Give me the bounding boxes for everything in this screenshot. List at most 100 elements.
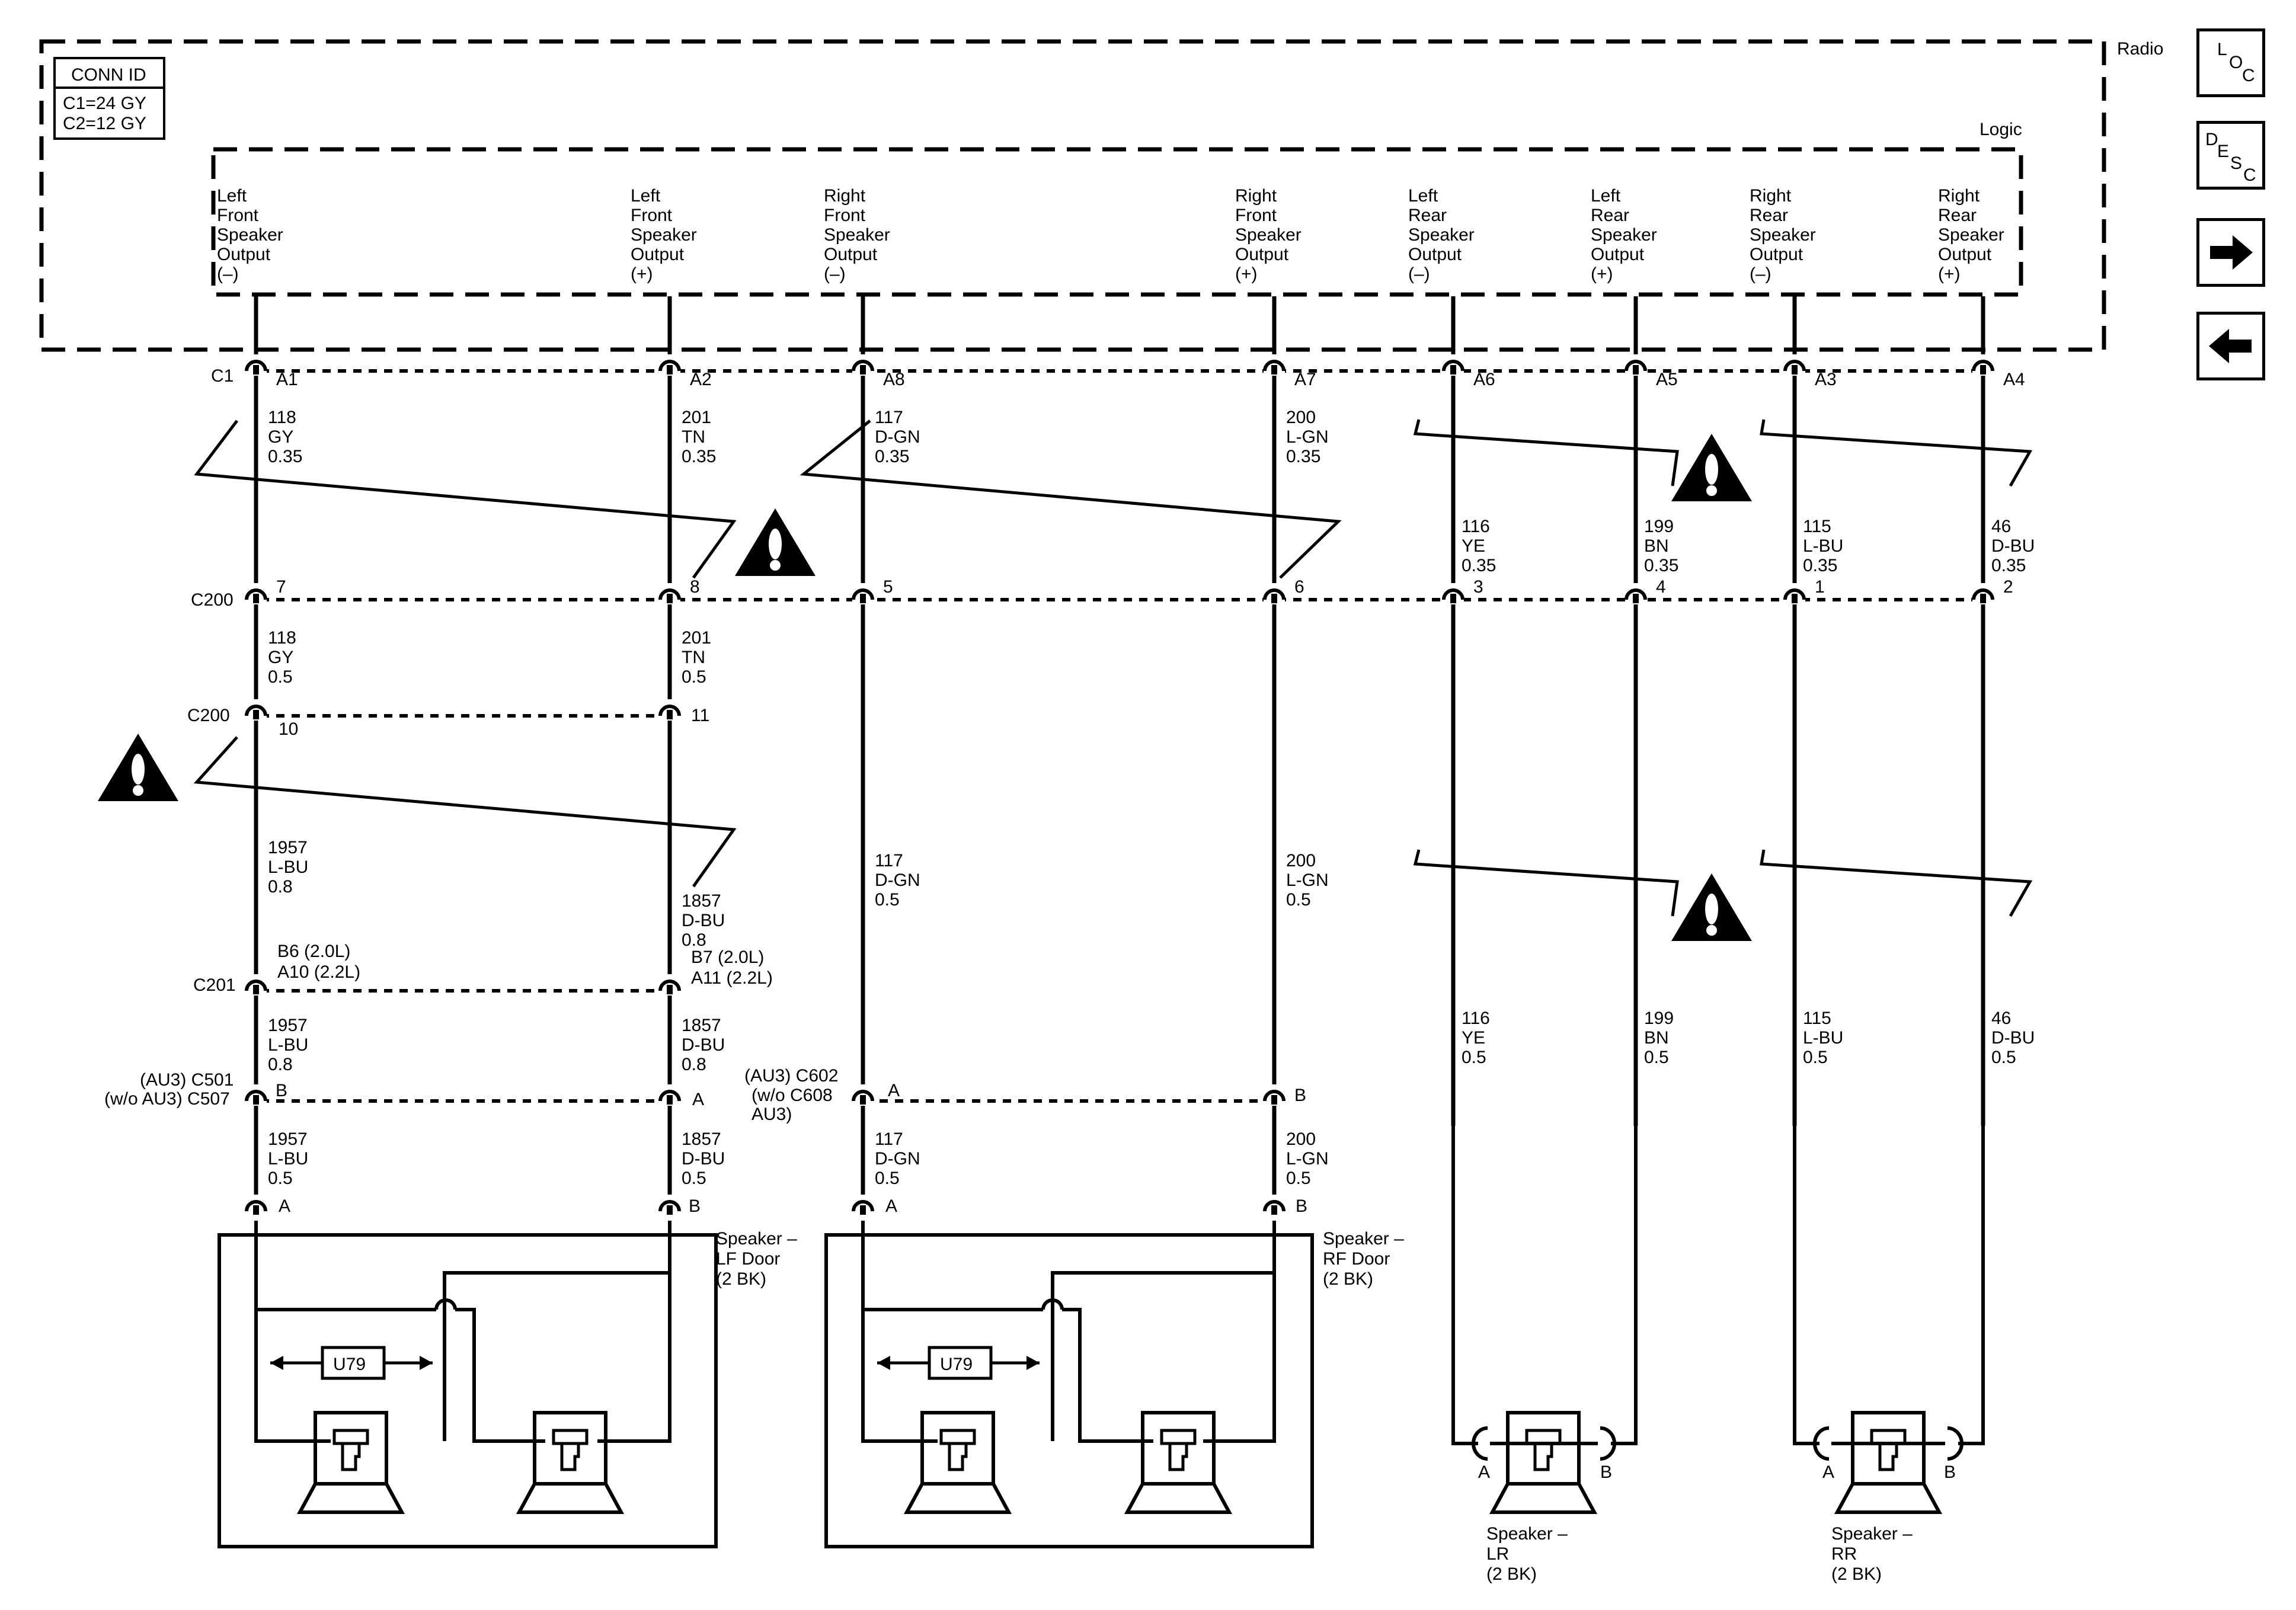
wire-rear-3-0: 46 <box>1991 1009 2011 1028</box>
output-label-6-1: Rear <box>1750 206 1788 225</box>
rear-pin-lr-a: A <box>1478 1462 1490 1482</box>
caution-icons <box>98 434 1752 941</box>
output-label-6-3: Output <box>1750 245 1803 264</box>
wire-c200-1-1: TN <box>682 648 705 667</box>
wire-bottom-3-2: 0.5 <box>1286 1169 1311 1188</box>
wire-rear-1-2: 0.5 <box>1644 1048 1669 1067</box>
output-label-2-2: Speaker <box>824 225 890 245</box>
c1-pin-4 <box>1442 354 1464 376</box>
wire-top-4-0: 116 <box>1462 517 1490 536</box>
wire-top-0-2: 0.35 <box>268 447 302 466</box>
wire-top-1-0: 201 <box>682 408 711 427</box>
wire-rear-2-1: L-BU <box>1803 1028 1843 1048</box>
wire-rear-2-2: 0.5 <box>1803 1048 1828 1067</box>
output-label-5-1: Rear <box>1591 206 1629 225</box>
wire-top-7-0: 46 <box>1991 517 2011 536</box>
c201-pin-b-1: B7 (2.0L) <box>691 948 764 967</box>
wire-top-7-2: 0.35 <box>1991 556 2026 575</box>
c200-pin-label-6: 1 <box>1815 577 1825 597</box>
speaker-icons <box>296 1411 1943 1514</box>
wire-rear-1-1: BN <box>1644 1028 1669 1048</box>
wire-top-5-2: 0.35 <box>1644 556 1678 575</box>
wire-top-1-1: TN <box>682 427 705 447</box>
c1-pin-label-4: A6 <box>1473 370 1495 389</box>
c1-pin-label-6: A3 <box>1815 370 1837 389</box>
next-button[interactable] <box>2196 218 2265 287</box>
lr-label-1: Speaker – <box>1486 1524 1568 1544</box>
wire-bottom-3-0: 200 <box>1286 1129 1316 1149</box>
rear-pin-rr-a: A <box>1822 1462 1834 1482</box>
arrow-right-icon <box>2210 235 2253 270</box>
wire-c201-0-2: 0.8 <box>268 1055 293 1074</box>
wire-mid-0-0: 1957 <box>268 838 308 857</box>
output-label-4-2: Speaker <box>1408 225 1475 245</box>
rr-label-3: (2 BK) <box>1831 1564 1882 1584</box>
lf-label-1: Speaker – <box>716 1229 797 1249</box>
c602-pin-b: B <box>1294 1086 1306 1105</box>
c200-pin-0 <box>245 583 267 604</box>
output-label-6-4: (–) <box>1750 264 1771 284</box>
output-label-3-2: Speaker <box>1235 225 1302 245</box>
conn-id-title: CONN ID <box>71 65 146 85</box>
output-label-7-1: Rear <box>1938 206 1977 225</box>
u79-rf: U79 <box>877 1346 1040 1380</box>
caution-icon <box>98 734 178 801</box>
wire-mid-2-2: 0.5 <box>875 890 900 910</box>
loc-button[interactable]: L O C <box>2196 28 2265 97</box>
c1-pin-label-0: A1 <box>276 370 298 389</box>
wire-c200-0-2: 0.5 <box>268 667 293 687</box>
caution-icon <box>1671 434 1752 501</box>
output-label-3-3: Output <box>1235 245 1289 264</box>
c501-label-2: (w/o AU3) C507 <box>104 1089 230 1109</box>
wire-c200-1-2: 0.5 <box>682 667 706 687</box>
wire-mid-1-1: D-BU <box>682 911 725 930</box>
output-labels: LeftFrontSpeakerOutput(–)LeftFrontSpeake… <box>217 186 2004 284</box>
c200-pin-5 <box>1625 583 1647 604</box>
wire-c200-1-0: 201 <box>682 628 711 648</box>
c201-label: C201 <box>193 975 236 995</box>
wire-rear-2-0: 115 <box>1803 1009 1831 1028</box>
rear-pin-rr-b: B <box>1944 1462 1956 1482</box>
c200-pin-4 <box>1442 583 1464 604</box>
c1-pin-label-1: A2 <box>690 370 712 389</box>
speaker-icon <box>903 1411 1012 1514</box>
speaker-rf-door <box>824 1221 1314 1548</box>
c200-pin-label-5: 4 <box>1656 577 1666 597</box>
c602-label-1: (AU3) C602 <box>744 1066 838 1086</box>
c501-label-1: (AU3) C501 <box>140 1070 234 1090</box>
svg-text:C: C <box>2243 165 2256 185</box>
c200b-pin-10: 10 <box>279 719 298 739</box>
wire-top-6-1: L-BU <box>1803 536 1843 556</box>
output-label-7-2: Speaker <box>1938 225 2004 245</box>
output-label-0-3: Output <box>217 245 271 264</box>
output-label-4-0: Left <box>1408 186 1438 206</box>
back-button[interactable] <box>2196 312 2265 380</box>
wire-top-2-1: D-GN <box>875 427 920 447</box>
c200b-pin-11: 11 <box>691 706 709 725</box>
output-label-3-1: Front <box>1235 206 1277 225</box>
c501-pin-2 <box>852 1084 874 1106</box>
spk-pin-2 <box>852 1195 874 1216</box>
output-label-4-1: Rear <box>1408 206 1447 225</box>
conn-id-table: CONN ID C1=24 GY C2=12 GY <box>53 57 165 140</box>
c501-pin-1 <box>658 1084 681 1106</box>
c602-label-2: (w/o C608 <box>752 1086 833 1105</box>
wire-rear-3-1: D-BU <box>1991 1028 2035 1048</box>
lr-label-2: LR <box>1486 1544 1509 1564</box>
wire-rear-0-0: 116 <box>1462 1009 1490 1028</box>
c1-pin-3 <box>1263 354 1285 376</box>
wire-rear-0-2: 0.5 <box>1462 1048 1486 1067</box>
wire-top-7-1: D-BU <box>1991 536 2035 556</box>
output-label-0-2: Speaker <box>217 225 283 245</box>
wire-top-5-0: 199 <box>1644 517 1674 536</box>
output-label-0-1: Front <box>217 206 259 225</box>
spk-pin-rf-a: A <box>885 1196 897 1216</box>
wire-mid-1-0: 1857 <box>682 891 721 911</box>
wire-rear-3-2: 0.5 <box>1991 1048 2016 1067</box>
wire-bottom-2-0: 117 <box>875 1129 903 1149</box>
c200-pin-label-4: 3 <box>1473 577 1483 597</box>
c200-pin-3 <box>1263 583 1285 604</box>
desc-button[interactable]: D E S C <box>2196 121 2265 190</box>
connector-dashes <box>261 369 1991 1103</box>
output-label-0-0: Left <box>217 186 247 206</box>
